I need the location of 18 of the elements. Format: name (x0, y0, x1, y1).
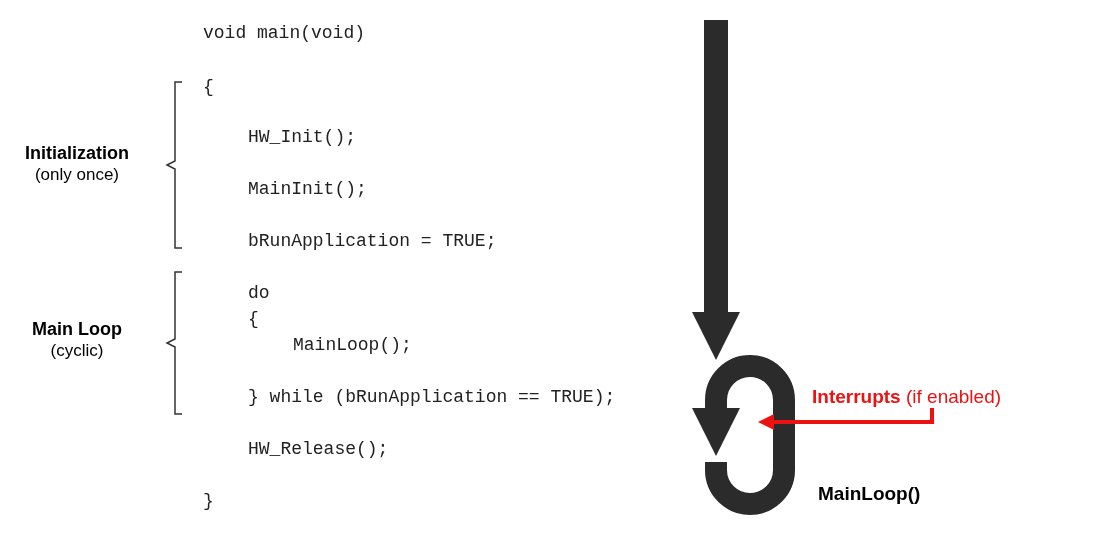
code-line: MainInit(); (248, 178, 367, 200)
code-line: } while (bRunApplication == TRUE); (248, 386, 616, 408)
code-line: } (203, 490, 214, 512)
code-line: { (248, 308, 259, 330)
code-line: HW_Release(); (248, 438, 389, 460)
code-line: { (203, 76, 214, 98)
interrupt-label: Interrupts (if enabled) (812, 386, 1002, 408)
code-line: MainLoop(); (293, 334, 412, 356)
section-note: (cyclic) (49, 340, 105, 362)
code-line: void main(void) (203, 22, 366, 44)
code-line: bRunApplication = TRUE; (248, 230, 497, 252)
section-label: Main Loop (31, 318, 123, 340)
code-line: HW_Init(); (248, 126, 357, 148)
code-line: do (248, 282, 270, 304)
section-note: (only once) (33, 164, 121, 186)
arrow (758, 408, 934, 430)
loop-caption: MainLoop() (818, 483, 921, 505)
section-label: Initialization (24, 142, 130, 164)
